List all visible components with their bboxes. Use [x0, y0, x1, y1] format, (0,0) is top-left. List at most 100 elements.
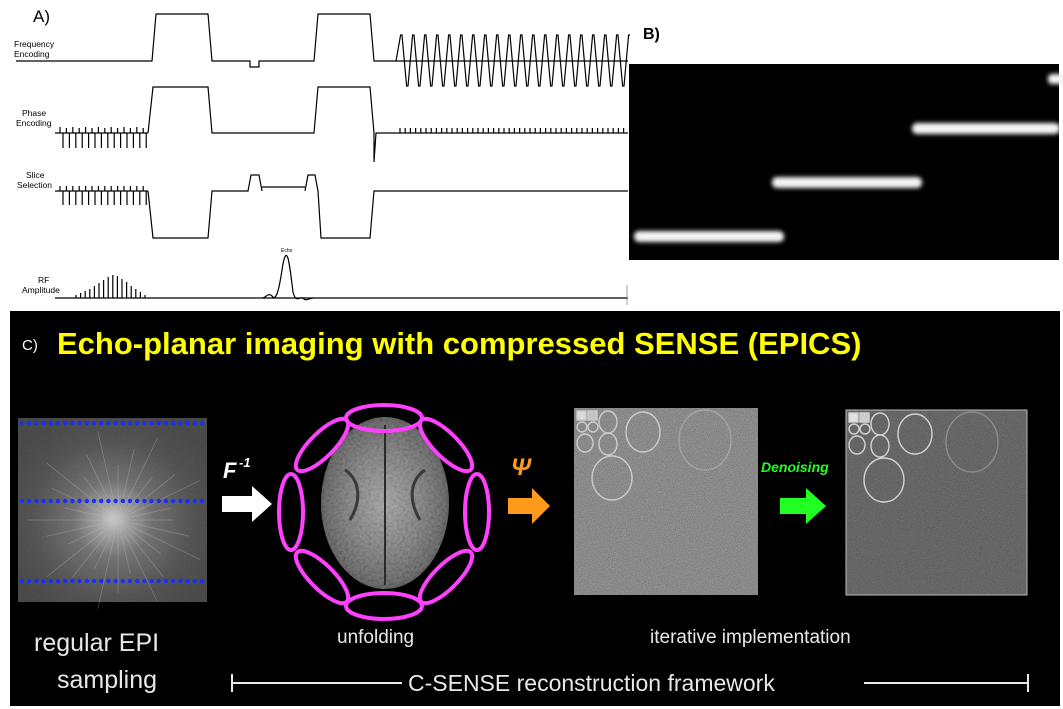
- sampling-dot: [84, 498, 90, 504]
- sampling-dot: [113, 498, 118, 504]
- denoising-label: Denoising: [761, 459, 829, 475]
- phase-blips-readout: [399, 128, 625, 133]
- trajectory-line-2: [772, 177, 922, 188]
- kspace-streak: [85, 454, 119, 521]
- wavelet-image-after: [845, 409, 1028, 596]
- sampling-dot: [55, 498, 61, 504]
- coil-sensitivity-ellipses: [277, 403, 491, 621]
- kspace-streak: [68, 519, 119, 545]
- sampling-dot: [113, 578, 118, 584]
- kspace-streak: [83, 476, 119, 521]
- sampling-dot: [34, 578, 39, 584]
- kspace-streak: [117, 437, 158, 521]
- sampling-dot: [48, 498, 53, 504]
- sampling-dot: [91, 420, 97, 426]
- sampling-dot: [77, 420, 82, 426]
- sampling-dot: [106, 498, 111, 504]
- kspace-streak: [46, 519, 119, 537]
- sampling-dot: [62, 578, 68, 584]
- sampling-dot: [70, 498, 75, 504]
- sampling-dot: [41, 578, 46, 584]
- panel-a-pulse-sequence: A) Frequency Encoding Phase Encoding Sli…: [14, 7, 630, 305]
- caption-sampling-line1: regular EPI: [34, 629, 159, 657]
- unfolding-image: [277, 403, 491, 621]
- kspace-streak: [117, 519, 158, 603]
- slice-selection-waveform: [147, 174, 628, 239]
- sampling-dot: [34, 498, 39, 504]
- kspace-streak: [117, 519, 164, 578]
- sampling-dot: [127, 578, 133, 584]
- trajectory-line-1: [634, 231, 784, 242]
- sampling-dot: [19, 498, 25, 504]
- sampling-dot: [192, 420, 197, 426]
- sampling-dot: [178, 498, 183, 504]
- kspace-streak: [117, 519, 162, 555]
- sampling-dot: [156, 420, 161, 426]
- sampling-dot: [120, 420, 126, 426]
- phase-blips-prep: [59, 127, 147, 148]
- caption-sampling-line2: sampling: [57, 666, 157, 694]
- sampling-dot: [106, 420, 111, 426]
- sampling-dot: [120, 498, 126, 504]
- sampling-dot: [199, 498, 205, 504]
- sampling-dot: [99, 498, 104, 504]
- sparsity-symbol: Ψ: [511, 454, 532, 481]
- sampling-dot: [120, 578, 126, 584]
- trajectory-line-3: [912, 123, 1060, 134]
- sampling-dot: [156, 498, 161, 504]
- sampling-dot: [48, 578, 53, 584]
- sampling-dot: [199, 420, 205, 426]
- sampling-dot: [171, 420, 176, 426]
- rf-amplitude-label-1: RF: [38, 275, 49, 285]
- echo-label: Echo: [281, 248, 293, 254]
- kspace-streak: [46, 462, 119, 521]
- frequency-encoding-label-1: Frequency: [14, 39, 55, 49]
- slice-selection-label-1: Slice: [26, 170, 45, 180]
- sampling-dot: [106, 578, 111, 584]
- sampling-dot: [27, 578, 32, 584]
- kspace-streak: [93, 519, 119, 570]
- sampling-dot: [185, 420, 190, 426]
- kspace-streak: [117, 519, 201, 560]
- sampling-dot: [149, 498, 154, 504]
- inverse-fourier-arrow: [222, 486, 272, 522]
- sampling-dot: [171, 498, 176, 504]
- panel-b-trajectory: B): [629, 26, 1063, 260]
- kspace-streak: [117, 474, 176, 521]
- panel-b-label: B): [643, 26, 660, 43]
- sampling-dot: [199, 578, 205, 584]
- sampling-dot: [178, 420, 183, 426]
- sampling-dot: [185, 578, 190, 584]
- sampling-dot: [185, 498, 190, 504]
- kspace-streak: [117, 448, 135, 521]
- framework-label: C-SENSE reconstruction framework: [408, 670, 775, 696]
- sampling-dot: [70, 578, 75, 584]
- sampling-dot: [19, 420, 25, 426]
- sampling-dot: [142, 578, 147, 584]
- sampling-dot: [62, 498, 68, 504]
- sampling-dot: [156, 578, 161, 584]
- kspace-image: [18, 418, 207, 609]
- phase-encoding-label-2: Encoding: [16, 118, 52, 128]
- phase-encoding-waveform: [147, 86, 400, 163]
- sampling-dot: [99, 420, 104, 426]
- sampling-dot: [27, 498, 32, 504]
- sampling-dot: [149, 578, 154, 584]
- kspace-streak: [46, 519, 119, 578]
- sampling-dot: [135, 420, 140, 426]
- sampling-dot: [19, 578, 25, 584]
- sampling-dot: [142, 420, 147, 426]
- kspace-streak: [117, 507, 172, 521]
- sampling-dot: [127, 420, 133, 426]
- rf-echo-sinc: [261, 254, 314, 301]
- sampling-dot: [27, 420, 32, 426]
- panel-c-epics: C) Echo-planar imaging with compressed S…: [10, 311, 1060, 706]
- frequency-encoding-label-2: Encoding: [14, 49, 50, 59]
- kspace-streak: [52, 487, 119, 521]
- sampling-dot: [77, 498, 82, 504]
- sampling-dot: [192, 578, 197, 584]
- sampling-dot: [149, 420, 154, 426]
- caption-unfolding: unfolding: [337, 627, 414, 648]
- sparsity-arrow: [508, 488, 550, 524]
- sampling-dot: [91, 578, 97, 584]
